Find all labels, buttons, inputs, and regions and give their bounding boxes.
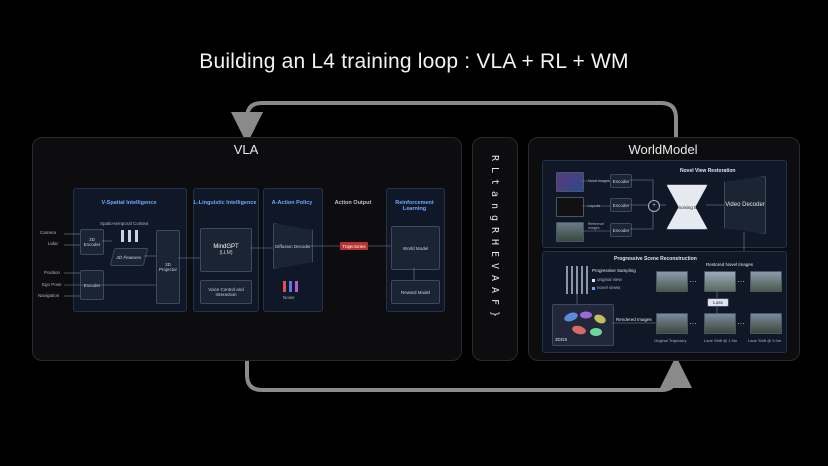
top-loop-arrow: [231, 101, 678, 144]
caption-original-trajectory: Original Trajectory: [654, 338, 687, 343]
noise-bar-2: [289, 281, 292, 292]
mindgpt-sub: (LLM): [219, 250, 233, 256]
svg-text:···: ···: [737, 319, 745, 328]
rendered-image-2: [704, 313, 736, 334]
psr-title: Progressive Scene Reconstruction: [614, 256, 697, 262]
nvr-title: Novel View Restoration: [680, 168, 736, 174]
layout-thumb: [556, 197, 584, 217]
original-view-label: original view: [597, 277, 622, 282]
vla-title: VLA: [233, 142, 259, 157]
trajectories-tag: Trajectories: [340, 242, 368, 250]
page-title: Building an L4 training loop : VLA + RL …: [199, 50, 629, 73]
loss-box: Loss: [707, 298, 729, 307]
rl-title: Reinforcement Learning: [395, 200, 434, 212]
linguistic-title: L-Linguistic Intelligence: [193, 200, 257, 206]
feature-bar-3: [135, 230, 138, 242]
caption-lane-shift-1-5: Lane Shift @ 1.5m: [704, 338, 738, 343]
reference-image-thumb: [556, 222, 584, 242]
mindgpt-box: MindGPT (LLM): [200, 228, 252, 272]
input-lidar: Lidar: [48, 241, 59, 246]
encoder-3: Encoder: [610, 223, 632, 237]
svg-text:···: ···: [689, 277, 697, 286]
noise-bar-1: [283, 281, 286, 292]
worldmodel-title: WorldModel: [628, 142, 698, 157]
voice-control-box: Voice Control and Interaction: [200, 280, 252, 304]
reference-images-label: Reference Images: [588, 222, 605, 230]
input-navigation: Navigation: [38, 293, 60, 298]
encoder-2: Encoder: [610, 198, 632, 212]
feature-bar-2: [128, 230, 131, 242]
novel-image-thumb: [556, 172, 584, 192]
spatio-temporal-context: Spatio-temporal Context: [100, 221, 149, 226]
caption-lane-shift-3-0: Lane Shift @ 3.0m: [748, 338, 782, 343]
rl-column-panel: [472, 137, 518, 361]
projector-3d: 3D Projector: [156, 230, 180, 304]
progressive-sampling-label: Progressive Sampling: [592, 268, 636, 273]
novel-views-label: novel views: [597, 285, 621, 290]
svg-text:···: ···: [737, 277, 745, 286]
rendered-images-label: Rendered Images: [616, 317, 652, 322]
noise-label: Noise: [283, 295, 295, 300]
input-ego-pose: Ego Pose: [42, 282, 62, 287]
video-decoder: Video Decoder: [724, 176, 766, 234]
feature-bar-1: [121, 230, 124, 242]
restored-image-2: [704, 271, 736, 292]
encoder-1: Encoder: [610, 174, 632, 188]
mindgpt-label: MindGPT: [213, 244, 239, 250]
svg-text:···: ···: [689, 319, 697, 328]
action-title: A-Action Policy: [271, 200, 313, 206]
reward-model-box: Reward Model: [391, 280, 440, 304]
rendered-image-1: [656, 313, 688, 334]
restored-novel-images-label: Restored Novel Images: [706, 262, 754, 267]
gaussian-blobs: [564, 311, 606, 336]
noise-bar-3: [295, 281, 298, 292]
world-model-box: World Model: [391, 226, 440, 270]
diffusion-decoder: Diffusion Decoder: [273, 223, 313, 269]
novel-views-marker: [592, 287, 595, 290]
action-output-title: Action Output: [334, 200, 372, 206]
restored-image-1: [656, 271, 688, 292]
restored-image-3: [750, 271, 782, 292]
encoder-3d: 3D Encoder: [80, 229, 104, 255]
input-position: Position: [44, 270, 61, 275]
original-view-marker: [592, 279, 595, 282]
input-camera: Camera: [40, 230, 57, 235]
gs-label: 3DGS: [555, 337, 568, 342]
rendered-image-3: [750, 313, 782, 334]
gs-3d-box: [552, 304, 614, 346]
spatial-title: V-Spatial Intelligence: [101, 200, 157, 206]
bottom-loop-arrow: [245, 356, 692, 392]
sampling-sliders: [566, 266, 588, 294]
sum-icon: +: [648, 200, 660, 212]
